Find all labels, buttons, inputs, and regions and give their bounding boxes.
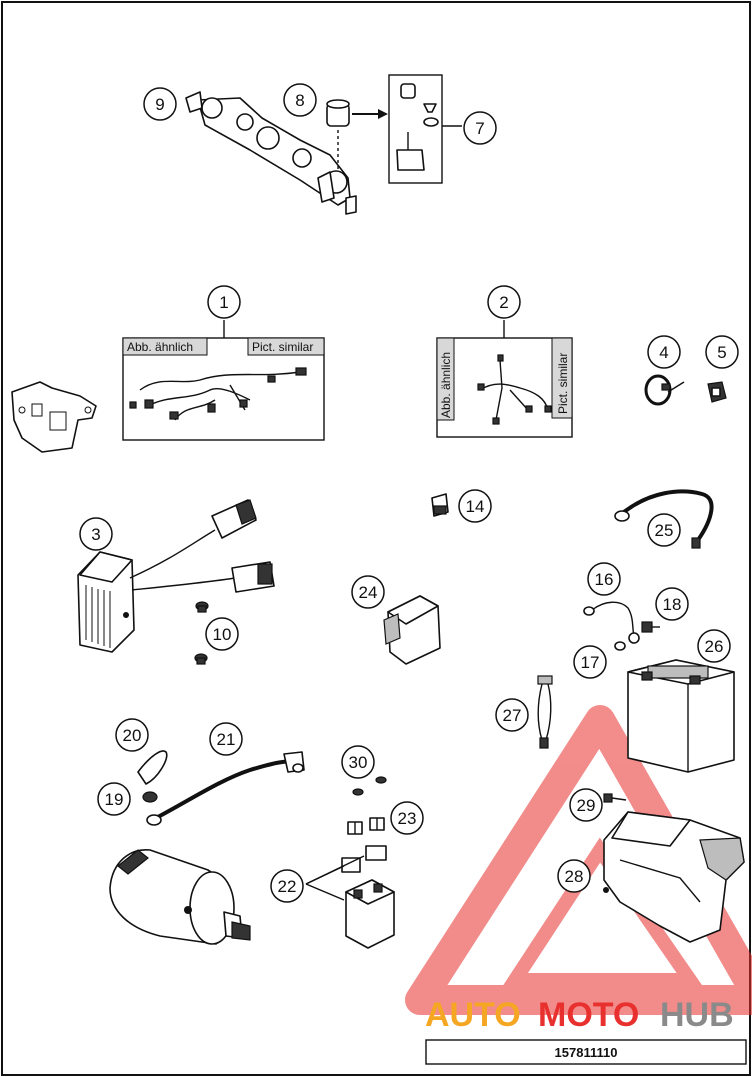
ecu-box: [383, 595, 441, 665]
svg-text:16: 16: [595, 570, 614, 589]
battery: [627, 659, 735, 773]
screw-29: [603, 793, 627, 803]
harness-2-box: Abb. ähnlich Pict. similar: [436, 320, 573, 438]
callouts: 1 2 3 4 5 7 8 9 10 14 16 17 18 19 20 21 …: [79, 83, 739, 903]
callout-19: 19: [97, 782, 131, 816]
svg-text:5: 5: [717, 343, 726, 362]
plug-part: [326, 99, 388, 127]
svg-text:9: 9: [155, 95, 164, 114]
svg-text:21: 21: [217, 730, 236, 749]
watermark-auto: AUTO: [425, 996, 521, 1034]
ground-cable: [583, 601, 640, 644]
svg-text:27: 27: [503, 706, 522, 725]
callout-20: 20: [115, 718, 149, 752]
svg-text:14: 14: [466, 497, 485, 516]
svg-text:20: 20: [123, 726, 142, 745]
starter-relay: [305, 845, 395, 949]
callout-2: 2: [487, 285, 521, 319]
svg-text:22: 22: [278, 877, 297, 896]
screws-30: [352, 776, 387, 796]
battery-strap: [537, 675, 553, 749]
callout-17: 17: [573, 645, 607, 679]
svg-text:1: 1: [219, 293, 228, 312]
callout-3: 3: [79, 517, 113, 551]
svg-text:29: 29: [577, 796, 596, 815]
svg-text:19: 19: [105, 790, 124, 809]
voltage-regulator: [77, 499, 275, 653]
svg-text:3: 3: [91, 525, 100, 544]
terminal-cap: [137, 750, 168, 785]
screws-10: [194, 601, 209, 665]
svg-text:28: 28: [565, 867, 584, 886]
callout-16: 16: [587, 562, 621, 596]
watermark-moto: MOTO: [538, 996, 639, 1034]
callout-28: 28: [557, 859, 591, 893]
callout-24: 24: [351, 575, 385, 609]
svg-text:24: 24: [359, 583, 378, 602]
callout-30: 30: [341, 745, 375, 779]
svg-text:10: 10: [213, 625, 232, 644]
svg-text:4: 4: [659, 343, 668, 362]
callout-27: 27: [495, 698, 529, 732]
callout-5: 5: [705, 335, 739, 369]
cable-tie: [644, 374, 685, 406]
detail-box-7: [388, 74, 462, 184]
svg-text:8: 8: [295, 91, 304, 110]
washer-17: [614, 641, 626, 651]
watermark-hub: HUB: [660, 996, 734, 1034]
svg-text:7: 7: [475, 119, 484, 138]
harness-1-label-left: Abb. ähnlich: [127, 340, 193, 354]
callout-14: 14: [458, 489, 492, 523]
starter-motor: [109, 849, 251, 945]
screw-18: [641, 621, 660, 633]
callout-4: 4: [647, 335, 681, 369]
svg-text:2: 2: [499, 293, 508, 312]
callout-8: 8: [283, 83, 317, 117]
svg-text:17: 17: [581, 653, 600, 672]
svg-text:26: 26: [705, 637, 724, 656]
svg-text:25: 25: [655, 521, 674, 540]
triple-clamp: [185, 91, 357, 215]
watermark-text: AUTO MOTO HUB: [425, 996, 734, 1034]
callout-1: 1: [207, 285, 241, 319]
drawing-number: 157811110: [555, 1045, 618, 1060]
svg-text:30: 30: [349, 753, 368, 772]
connector-14: [431, 493, 449, 517]
svg-text:23: 23: [398, 809, 417, 828]
callout-26: 26: [697, 629, 731, 663]
callout-23: 23: [390, 801, 424, 835]
battery-cable: [614, 489, 714, 549]
drawing-number-box: 157811110: [425, 1039, 747, 1065]
battery-box: [603, 811, 745, 943]
harness-1-box: Abb. ähnlich Pict. similar: [122, 320, 325, 441]
svg-text:18: 18: [663, 595, 682, 614]
callout-21: 21: [209, 722, 243, 756]
callout-10: 10: [205, 617, 239, 651]
callout-18: 18: [655, 587, 689, 621]
starter-cable: [146, 751, 305, 826]
callout-9: 9: [143, 87, 177, 121]
callout-25: 25: [647, 513, 681, 547]
callout-29: 29: [569, 788, 603, 822]
nut-19: [142, 791, 158, 803]
harness-1-label-right: Pict. similar: [252, 340, 313, 354]
callout-7: 7: [463, 111, 497, 145]
mounting-bracket: [11, 381, 97, 453]
harness-2-label-right: Pict. similar: [556, 353, 570, 414]
harness-2-label-left: Abb. ähnlich: [439, 352, 453, 418]
callout-22: 22: [270, 869, 304, 903]
cable-clip: [707, 381, 727, 403]
fuses: [347, 817, 385, 835]
